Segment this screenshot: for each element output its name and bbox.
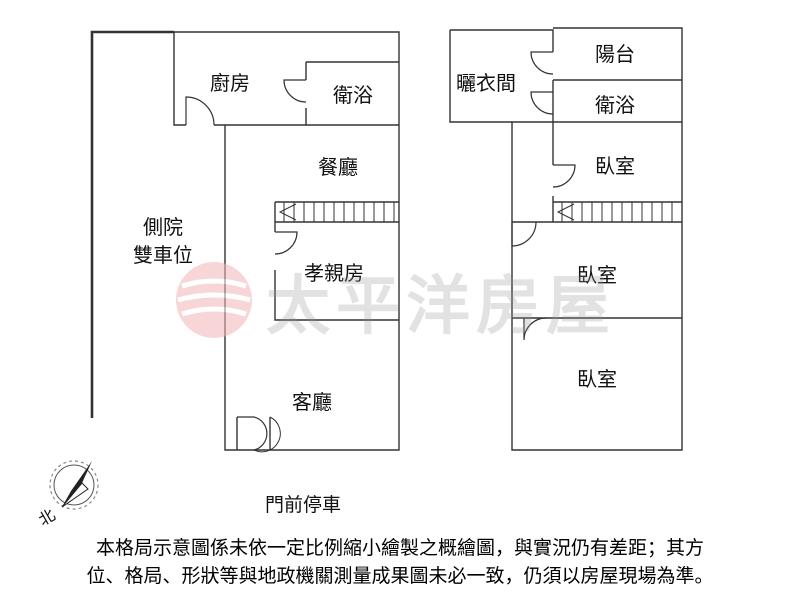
- room-label-kitchen: 廚房: [210, 71, 250, 95]
- room-label-bedroom-3: 臥室: [577, 367, 617, 391]
- side-yard-line1: 側院: [143, 215, 183, 239]
- disclaimer-line2: 位、格局、形狀等與地政機關測量成果圖未必一致，仍須以房屋現場為準。: [86, 565, 714, 587]
- watermark-text: 太平洋房屋: [266, 269, 616, 344]
- side-yard-label: 側院 雙車位: [118, 213, 208, 269]
- side-yard-boundary: [90, 30, 174, 418]
- room-label-dining: 餐廳: [318, 155, 358, 179]
- entry-door-frame: [236, 417, 271, 450]
- watermark-logo: [176, 262, 252, 338]
- bathroom-1f-wall: [305, 61, 399, 126]
- room-label-bedroom-1: 臥室: [595, 154, 635, 178]
- first-floor-outer-wall: [174, 31, 400, 451]
- laundry-room-wall: [449, 30, 512, 123]
- stair-treads-1f: [278, 202, 395, 222]
- room-label-living: 客廳: [292, 390, 332, 414]
- room-label-bedroom-2: 臥室: [577, 263, 617, 287]
- room-label-bathroom-2f: 衛浴: [595, 93, 635, 117]
- staircase-1f: [274, 201, 399, 223]
- kitchen-wall: [173, 32, 306, 126]
- door-swings-1f: [185, 79, 307, 453]
- balcony-bathroom-divider: [553, 79, 682, 123]
- stair-treads-2f: [556, 202, 673, 222]
- disclaimer-line1: 本格局示意圖係未依一定比例縮小繪製之概繪圖，與實況仍有差距；其方: [95, 537, 704, 559]
- staircase-2f: [552, 201, 682, 223]
- room-label-balcony: 陽台: [595, 42, 635, 66]
- room-label-parent-room: 孝親房: [304, 261, 364, 285]
- disclaimer: 本格局示意圖係未依一定比例縮小繪製之概繪圖，與實況仍有差距；其方 位、格局、形狀…: [0, 534, 800, 590]
- watermark: 太平洋房屋: [172, 256, 632, 346]
- compass-icon: [49, 460, 99, 510]
- side-yard-line2: 雙車位: [133, 243, 193, 267]
- door-swings-2f: [511, 51, 576, 341]
- room-label-laundry: 曬衣間: [456, 71, 516, 95]
- parent-room-wall: [274, 222, 399, 321]
- bedroom-dividers: [512, 221, 682, 319]
- room-label-bathroom-1f: 衛浴: [333, 83, 373, 107]
- front-parking-label: 門前停車: [265, 494, 342, 516]
